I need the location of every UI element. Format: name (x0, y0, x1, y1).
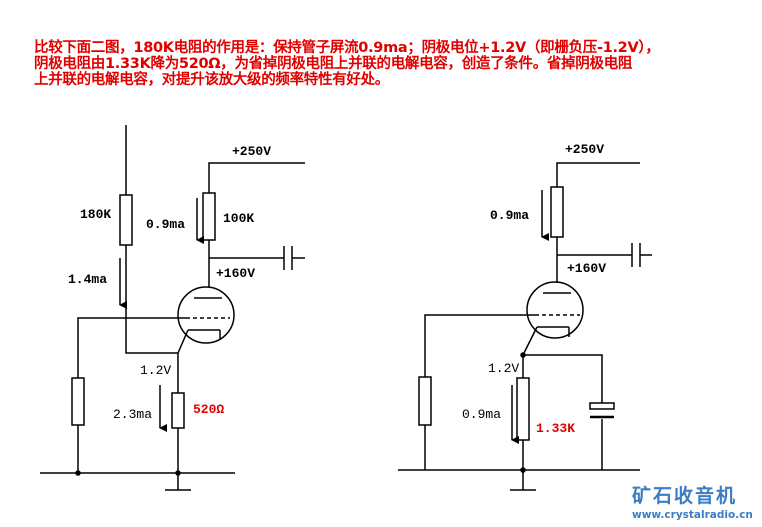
watermark-title: 矿石收音机 (632, 484, 737, 507)
note-line: 上并联的电解电容，对提升该放大级的频率特性有好处。 (34, 72, 389, 88)
resistor-100k (202, 192, 216, 241)
label-cathode-resistor: 1.33K (536, 421, 575, 436)
grid-resistor (418, 376, 432, 426)
label-feed-current: 1.4ma (68, 272, 107, 287)
vacuum-tube (177, 286, 235, 344)
label-cathode-resistor: 520Ω (193, 402, 224, 417)
ground-symbol (510, 470, 536, 491)
resistor-180k (119, 194, 133, 246)
plate-wire (556, 162, 640, 283)
resistor-1-33k (516, 377, 530, 441)
label-r-feed: 180K (80, 207, 111, 222)
label-cathode-voltage: 1.2V (488, 361, 519, 376)
label-supply: +250V (565, 142, 604, 157)
grid-resistor (71, 377, 85, 426)
left-circuit (40, 125, 305, 491)
electrolytic-capacitor (589, 402, 615, 410)
feed-wire (125, 125, 178, 354)
ground-symbol (165, 473, 191, 491)
cathode-wire (522, 354, 603, 470)
vacuum-tube (526, 281, 584, 339)
label-cathode-current: 2.3ma (113, 407, 152, 422)
label-plate-resistor: 100K (223, 211, 254, 226)
cathode (177, 329, 221, 354)
note-line: 阴极电阻由1.33K降为520Ω，为省掉阴极电阻上并联的电解电容，创造了条件。省… (34, 56, 633, 72)
label-supply: +250V (232, 144, 271, 159)
right-circuit (398, 162, 652, 491)
explanation-note: 比较下面二图，180K电阻的作用是：保持管子屏流0.9ma；阴极电位+1.2V（… (34, 40, 754, 88)
grid-wire (77, 317, 186, 473)
resistor-520 (171, 392, 185, 429)
label-plate-current: 0.9ma (490, 208, 529, 223)
label-cathode-voltage: 1.2V (140, 363, 171, 378)
note-line: 比较下面二图，180K电阻的作用是：保持管子屏流0.9ma；阴极电位+1.2V（… (34, 40, 660, 56)
grid-wire (424, 314, 535, 470)
label-plate-current: 0.9ma (146, 217, 185, 232)
plate-wire (208, 162, 305, 287)
watermark-url: www.crystalradio.cn (632, 509, 753, 521)
plate-resistor (550, 186, 564, 238)
label-cathode-current: 0.9ma (462, 407, 501, 422)
cathode (522, 326, 570, 356)
label-plate-voltage: +160V (567, 261, 606, 276)
label-plate-voltage: +160V (216, 266, 255, 281)
